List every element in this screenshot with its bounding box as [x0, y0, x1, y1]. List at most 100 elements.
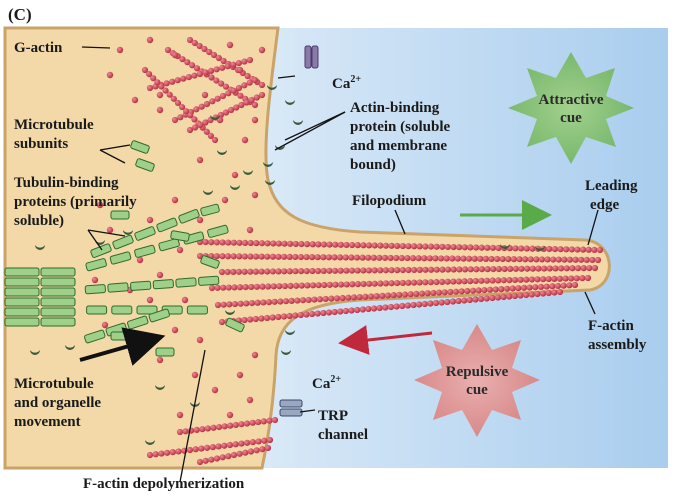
actin-bead: [193, 65, 201, 72]
microtubule-subunit: [110, 331, 130, 341]
actin-bead: [176, 428, 184, 436]
g-actin-monomer: [156, 91, 164, 99]
actin-bead: [232, 421, 239, 429]
actin-bead: [259, 283, 266, 290]
actin-bead: [443, 255, 450, 262]
actin-bead: [201, 45, 208, 53]
actin-bead: [309, 310, 316, 318]
g-actin-monomer: [211, 386, 219, 394]
actin-bead: [204, 444, 211, 451]
actin-bead: [309, 267, 316, 275]
actin-bead: [359, 254, 366, 261]
actin-bead: [269, 253, 276, 260]
actin-bead: [569, 265, 576, 272]
g-actin-monomer: [106, 226, 114, 234]
actin-bead: [422, 279, 429, 286]
actin-bead: [461, 278, 468, 285]
actin-bead: [255, 438, 262, 445]
label-mt-move-1: Microtubule: [14, 376, 94, 392]
actin-bead: [208, 67, 215, 74]
actin-bead: [409, 255, 417, 262]
actin-bead: [326, 281, 333, 288]
actin-bead: [523, 276, 530, 283]
g-actin-monomer: [251, 351, 259, 359]
microtubule-segment: [4, 297, 40, 307]
label-trp-1: TRP: [318, 408, 348, 424]
actin-bead: [241, 239, 249, 247]
actin-bead: [215, 443, 222, 450]
label-tbp-2: proteins (primarily: [14, 194, 137, 210]
actin-bead: [235, 268, 243, 275]
actin-bead: [426, 255, 433, 262]
actin-bead: [534, 290, 541, 298]
binding-protein: [500, 244, 510, 249]
actin-bead: [264, 444, 272, 452]
actin-bead: [241, 82, 248, 89]
repulsive-cue-line1: Repulsive: [446, 364, 509, 380]
actin-bead: [421, 300, 428, 308]
actin-bead: [241, 58, 248, 65]
microtubule-segment: [40, 297, 76, 307]
g-actin-monomer: [201, 91, 209, 99]
actin-bead: [231, 300, 239, 308]
actin-bead: [202, 69, 209, 76]
actin-bead: [382, 280, 390, 287]
actin-bead: [193, 426, 200, 433]
actin-bead: [450, 278, 457, 285]
g-actin-monomer: [221, 196, 229, 204]
microtubules: [4, 140, 245, 357]
actin-bead: [182, 428, 189, 435]
actin-bead: [538, 256, 546, 263]
actin-bead: [362, 293, 369, 300]
actin-bead: [225, 239, 232, 246]
microtubule-subunit: [130, 140, 150, 154]
actin-bead: [202, 457, 209, 464]
actin-bead: [211, 136, 219, 144]
actin-bead: [303, 311, 310, 318]
actin-bead: [550, 256, 557, 263]
actin-bead: [382, 304, 389, 311]
actin-bead: [373, 293, 380, 300]
actin-bead: [506, 276, 513, 284]
actin-bead: [475, 287, 482, 294]
actin-bead: [568, 275, 575, 282]
actin-bead: [158, 83, 165, 90]
actin-bead: [263, 314, 271, 322]
actin-bead: [238, 421, 245, 428]
actin-bead: [186, 126, 194, 134]
actin-bead: [236, 450, 243, 457]
actin-bead: [275, 240, 282, 247]
binding-protein: [243, 170, 253, 175]
actin-bead: [495, 265, 503, 273]
actin-bead: [376, 304, 383, 312]
actin-bead: [325, 309, 333, 316]
actin-bead: [286, 312, 293, 320]
actin-bead: [320, 254, 327, 261]
actin-bead: [251, 101, 259, 109]
panel-letter: (C): [8, 5, 32, 24]
actin-bead: [241, 268, 248, 275]
actin-bead: [281, 240, 288, 247]
actin-bead: [387, 303, 395, 311]
actin-bead: [230, 451, 238, 459]
actin-bead: [326, 267, 333, 274]
actin-bead: [253, 283, 260, 290]
actin-bead: [405, 243, 412, 250]
actin-bead: [248, 299, 256, 307]
actin-bead: [486, 286, 494, 293]
actin-bead: [460, 255, 467, 262]
actin-bead: [152, 451, 159, 458]
actin-bead: [545, 275, 552, 283]
binding-protein: [190, 402, 200, 407]
actin-bead: [191, 116, 198, 123]
label-depolymerization: F-actin depolymerization: [83, 476, 245, 492]
actin-bead: [164, 449, 171, 456]
actin-bead: [572, 256, 579, 263]
actin-bead: [218, 318, 226, 326]
actin-bead: [393, 254, 400, 262]
actin-bead: [562, 275, 569, 282]
actin-bead: [314, 310, 321, 317]
actin-bead: [422, 266, 429, 273]
actin-bead: [467, 244, 474, 251]
actin-bead: [196, 42, 203, 50]
